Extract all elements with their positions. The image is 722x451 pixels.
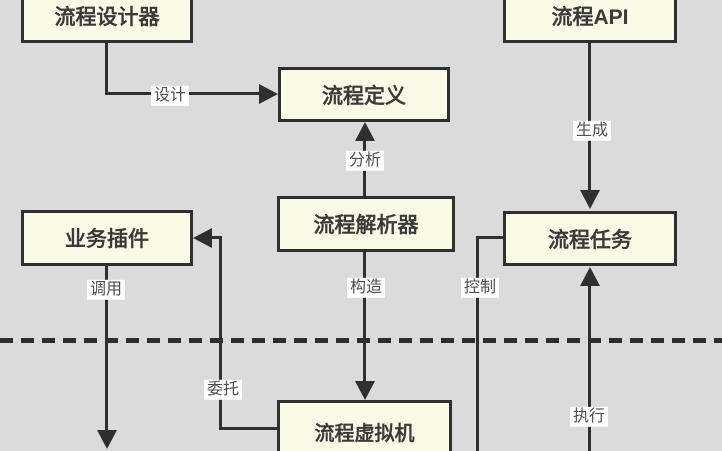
edge-label-execute: 执行: [569, 406, 609, 428]
node-process-task: 流程任务: [503, 211, 677, 266]
edge-label-design: 设计: [150, 85, 190, 107]
arrowhead-design-icon: [259, 84, 278, 104]
edge-delegate-line-bottom: [219, 427, 277, 430]
edge-delegate-line-top: [209, 236, 221, 239]
node-process-parser: 流程解析器: [277, 196, 455, 252]
node-process-designer: 流程设计器: [21, 0, 193, 43]
edge-invoke-line: [105, 266, 108, 432]
node-process-vm: 流程虚拟机: [277, 400, 452, 451]
edge-label-construct: 构造: [346, 277, 386, 299]
node-process-api: 流程API: [503, 0, 677, 43]
node-process-definition: 流程定义: [278, 67, 450, 122]
arrowhead-construct-icon: [355, 381, 375, 400]
edge-label-delegate: 委托: [203, 379, 243, 401]
edge-execute-line: [588, 284, 591, 451]
edge-label-invoke: 调用: [86, 279, 126, 301]
edge-delegate-line-vertical: [219, 236, 222, 430]
edge-generate-line: [588, 43, 591, 193]
arrowhead-delegate-icon: [193, 228, 212, 248]
arrowhead-generate-icon: [580, 190, 600, 209]
node-business-plugin: 业务插件: [21, 210, 193, 266]
edge-control-line-vertical: [476, 236, 479, 451]
edge-construct-line: [363, 252, 366, 383]
edge-label-analyze: 分析: [345, 150, 385, 172]
phase-separator-line: [0, 338, 722, 343]
arrowhead-execute-icon: [580, 267, 600, 286]
edge-label-generate: 生成: [572, 120, 612, 142]
arrowhead-analyze-icon: [355, 122, 375, 141]
arrowhead-invoke-icon: [97, 430, 117, 449]
edge-label-control: 控制: [460, 277, 500, 299]
edge-control-line-horizontal: [477, 236, 503, 239]
edge-design-line-vertical: [105, 43, 108, 95]
